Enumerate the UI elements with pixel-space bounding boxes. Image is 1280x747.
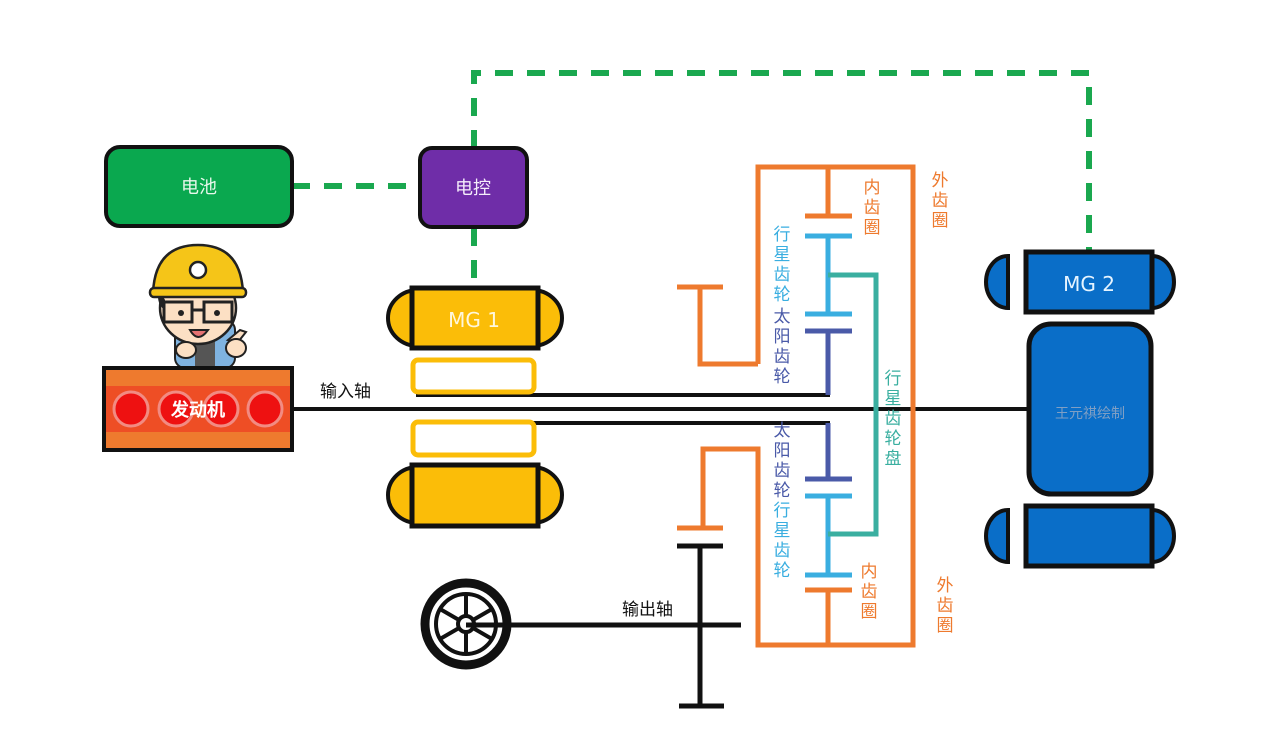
label-planet-top: 行星齿轮 xyxy=(774,225,791,305)
ring-gear-housing xyxy=(700,164,916,648)
mg1-stator-top xyxy=(386,285,564,351)
label-outer-ring-bottom: 外齿圈 xyxy=(937,576,954,636)
mg2-label: MG 2 xyxy=(1063,272,1115,296)
wire-controller-mg2 xyxy=(471,70,1092,250)
label-outer-ring-top: 外齿圈 xyxy=(932,171,949,231)
planet-carrier xyxy=(828,272,879,537)
output-shaft-label: 输出轴 xyxy=(622,600,673,620)
controller-label: 电控 xyxy=(455,178,491,199)
input-shaft xyxy=(292,393,1030,425)
engine-cylinders xyxy=(112,390,284,428)
battery-label: 电池 xyxy=(181,177,217,198)
control-wiring xyxy=(292,70,1092,290)
mg1-rotor-top xyxy=(410,357,537,395)
controller-block[interactable]: 电控 xyxy=(418,146,529,229)
mg2-motor[interactable]: MG 2 王元祺绘制 xyxy=(984,249,1176,569)
planetary-gearset xyxy=(677,164,916,648)
gear-labels: 内齿圈 外齿圈 行星齿轮 太阳齿轮 行星齿轮盘 太阳齿轮 行星齿轮 内齿圈 外齿… xyxy=(774,171,954,636)
mg1-label: MG 1 xyxy=(448,308,500,332)
mg1-motor[interactable]: MG 1 xyxy=(386,285,564,529)
mg2-stator-bottom xyxy=(984,503,1176,569)
engine-block[interactable]: 发动机 xyxy=(102,366,294,452)
wheel-icon xyxy=(420,578,512,670)
output-shaft xyxy=(466,543,741,709)
label-sun-bottom: 太阳齿轮 xyxy=(774,421,791,501)
label-carrier: 行星齿轮盘 xyxy=(885,369,902,469)
input-shaft-label: 输入轴 xyxy=(320,382,371,402)
mg2-stator-top xyxy=(984,249,1176,315)
battery-block[interactable]: 电池 xyxy=(104,145,294,228)
mg1-rotor-bottom xyxy=(410,419,537,458)
engine-label: 发动机 xyxy=(170,399,225,421)
label-planet-bottom: 行星齿轮 xyxy=(774,501,791,581)
engineer-mascot-icon xyxy=(148,243,248,369)
label-inner-ring-bottom: 内齿圈 xyxy=(861,562,878,622)
label-inner-ring-top: 内齿圈 xyxy=(864,178,881,238)
mg2-rotor xyxy=(1026,321,1154,497)
mg1-stator-bottom xyxy=(386,462,564,529)
label-sun-top: 太阳齿轮 xyxy=(774,307,791,387)
mg2-rotor-label: 王元祺绘制 xyxy=(1055,406,1125,422)
